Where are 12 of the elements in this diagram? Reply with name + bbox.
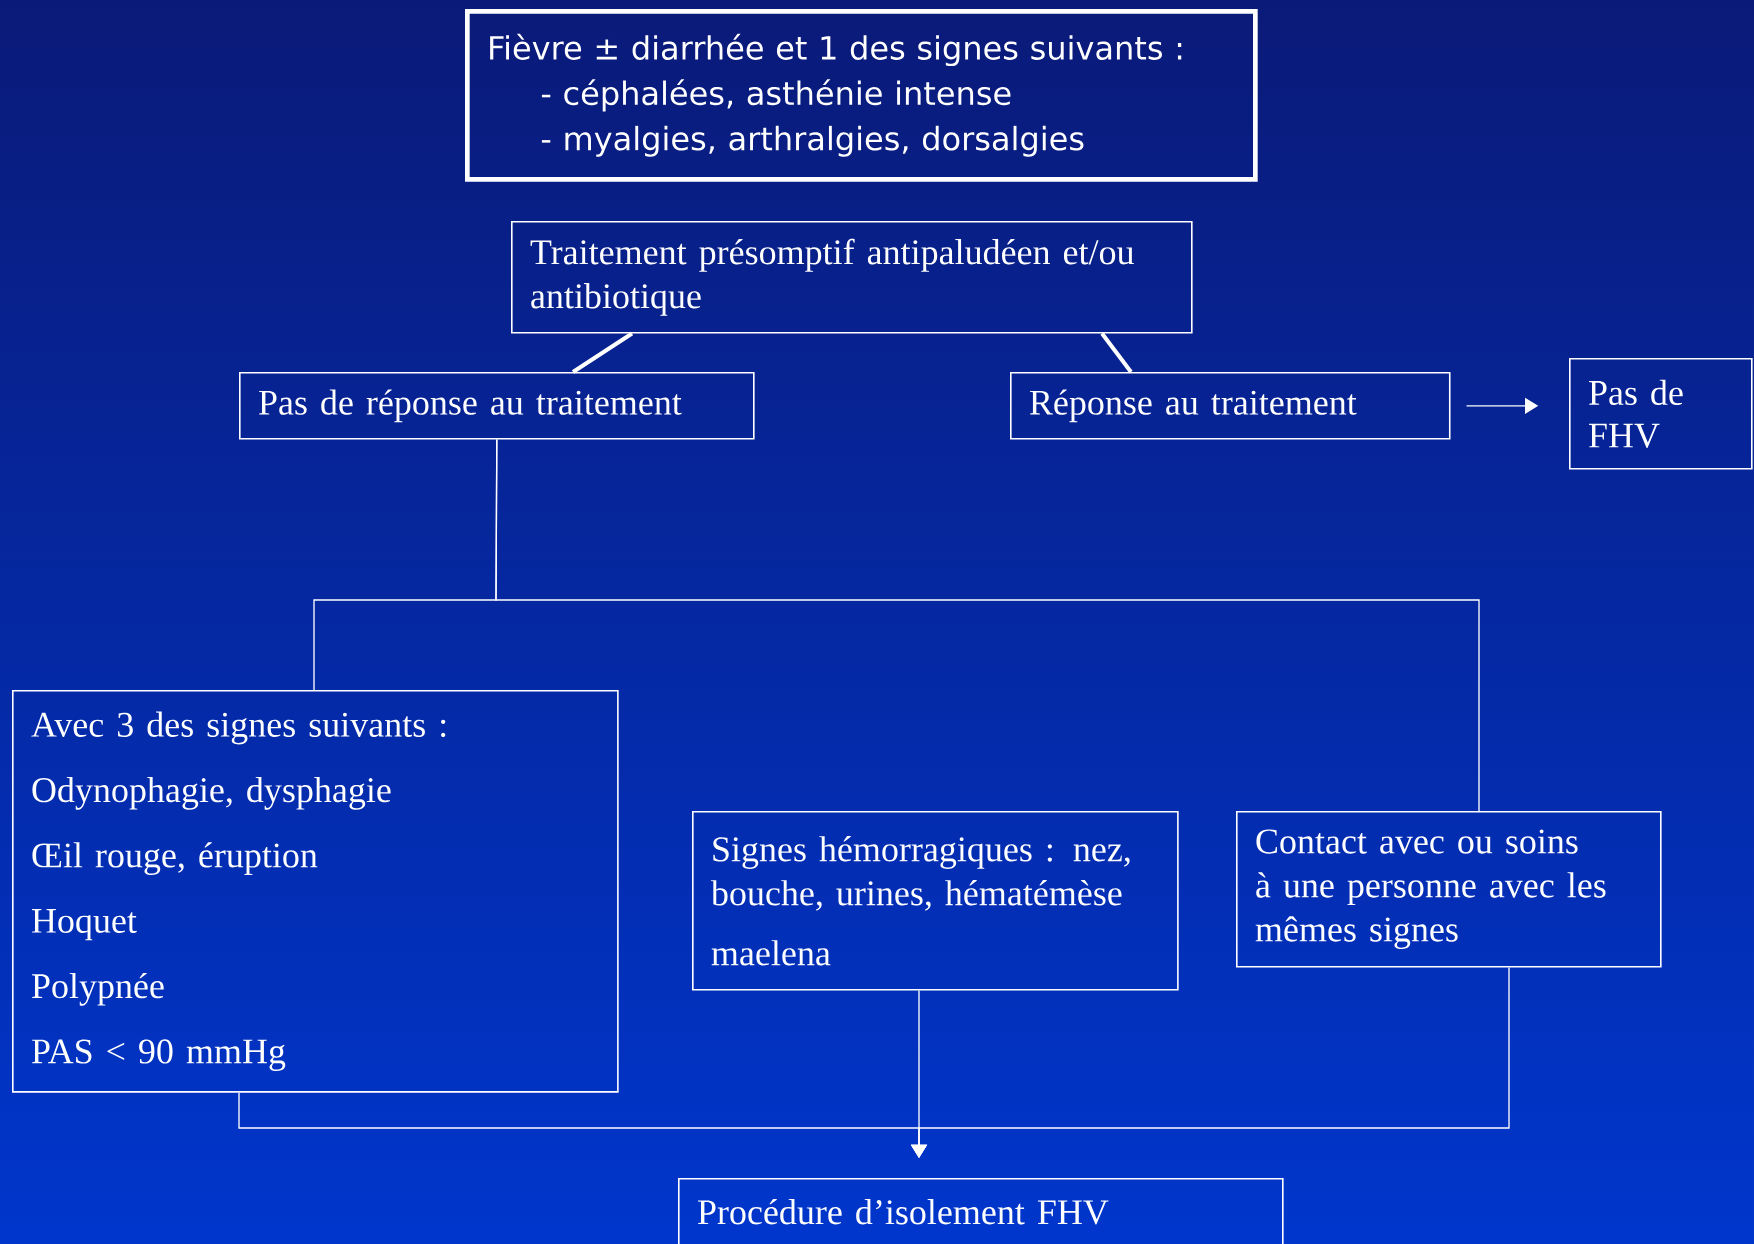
connector-line (1100, 332, 1133, 374)
connector-line (495, 438, 1480, 812)
flow-box: Signes hémorragiques : nez, bouche, urines, hématémèse maelena (692, 811, 1179, 991)
connector-line (571, 331, 634, 374)
flow-box: Pas de FHV (1569, 358, 1753, 470)
flow-box: Procédure d’isolement FHV (678, 1178, 1284, 1244)
flow-box: Traitement présomptif antipaludéen et/ou antibiotique (511, 221, 1193, 334)
flow-box: Réponse au traitement (1010, 372, 1451, 440)
flow-box: Fièvre ± diarrhée et 1 des signes suivants : - céphalées, asthénie intense - myalgies, arthralgies, dorsalgies (465, 9, 1258, 182)
flow-box: Pas de réponse au traitement (239, 372, 755, 440)
flow-box: Avec 3 des signes suivants : Odynophagie, dysphagie Œil rouge, éruption Hoquet Polypnée PAS < 90 mmHg (12, 690, 619, 1093)
flow-box: Contact avec ou soins à une personne avec les mêmes signes (1236, 811, 1662, 968)
